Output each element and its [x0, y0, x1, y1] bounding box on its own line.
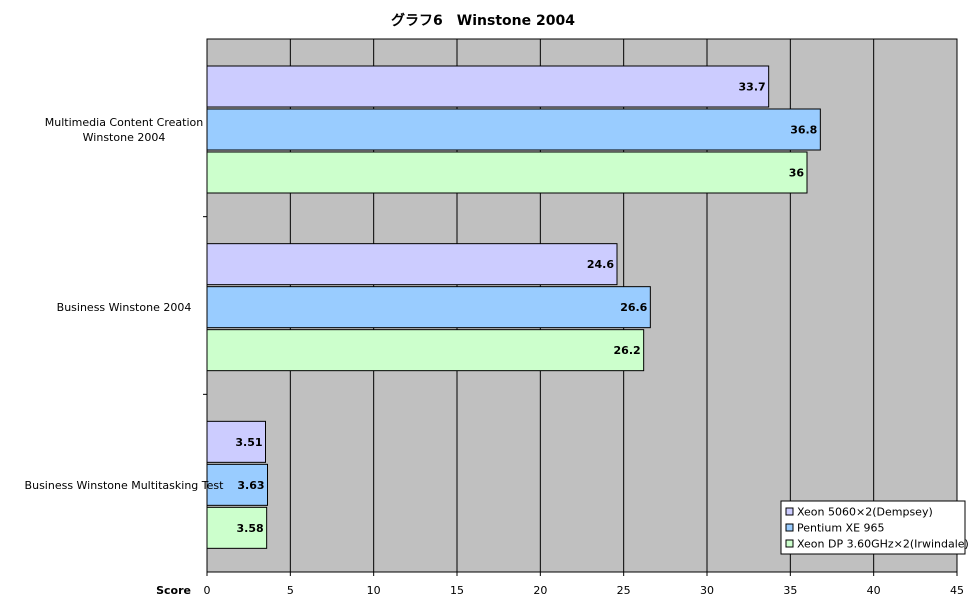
bar — [206, 420, 266, 463]
legend-label: Xeon 5060×2(Dempsey) — [797, 506, 933, 519]
x-tick-label: 20 — [533, 584, 547, 597]
data-label: 36 — [789, 167, 805, 180]
category-label-line: Business Winstone Multitasking Test — [25, 479, 225, 492]
x-tick-label: 15 — [450, 584, 464, 597]
x-tick-label: 0 — [204, 584, 211, 597]
category-label-line: Winstone 2004 — [83, 131, 166, 144]
bars — [206, 65, 821, 549]
bar — [206, 286, 651, 329]
bar — [206, 506, 268, 549]
data-label: 33.7 — [739, 81, 766, 94]
x-tick-label: 30 — [700, 584, 714, 597]
bar — [206, 151, 808, 194]
category-label-line: Business Winstone 2004 — [57, 301, 192, 314]
data-label: 36.8 — [790, 124, 817, 137]
bar — [206, 65, 770, 108]
data-label: 26.2 — [614, 344, 641, 357]
x-axis-ticks: 0 5 10 15 20 25 30 35 40 45 — [203, 216, 964, 597]
bar — [206, 243, 618, 286]
x-tick-label: 5 — [287, 584, 294, 597]
bar — [206, 108, 821, 151]
x-tick-label: 45 — [950, 584, 964, 597]
category-label: Business Winstone 2004 — [57, 301, 192, 314]
bar — [206, 329, 645, 372]
data-label: 3.63 — [237, 479, 264, 492]
x-tick-label: 35 — [783, 584, 797, 597]
x-tick-label: 10 — [367, 584, 381, 597]
legend-box — [780, 500, 966, 555]
x-tick-label: 25 — [617, 584, 631, 597]
legend-swatch — [785, 523, 794, 532]
x-axis-label: Score — [156, 584, 191, 597]
data-label: 24.6 — [587, 258, 614, 271]
bar — [206, 463, 268, 506]
legend-label: Pentium XE 965 — [797, 522, 885, 535]
data-label: 3.51 — [235, 436, 262, 449]
legend-label: Xeon DP 3.60GHz×2(Irwindale) — [797, 538, 969, 551]
category-label: Business Winstone Multitasking Test — [25, 479, 225, 492]
category-label-line: Multimedia Content Creation — [45, 116, 203, 129]
data-label: 3.58 — [237, 522, 264, 535]
legend-swatch — [785, 539, 794, 548]
chart-title: グラフ6 Winstone 2004 — [391, 12, 575, 29]
data-label: 26.6 — [620, 301, 647, 314]
legend-swatch — [785, 507, 794, 516]
x-tick-label: 40 — [867, 584, 881, 597]
data-labels: 33.7 36.8 36 24.6 26.6 26.2 3.51 3.63 3.58 — [235, 81, 817, 535]
